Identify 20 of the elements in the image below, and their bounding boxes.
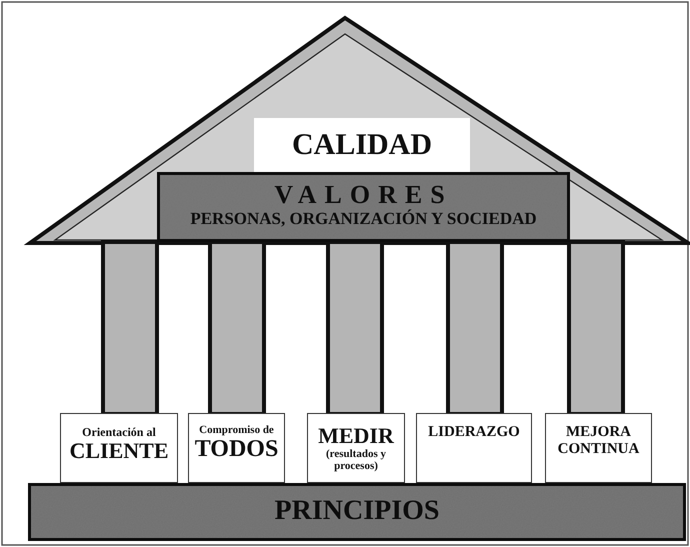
heading-text: Compromiso de	[199, 424, 274, 436]
principle-box	[60, 413, 178, 483]
title-box	[254, 118, 470, 174]
heading-text: CALIDAD	[292, 128, 432, 161]
heading-text: PRINCIPIOS	[274, 496, 440, 527]
values-band	[157, 172, 570, 242]
heading-text: MEJORA CONTINUA	[556, 424, 640, 457]
foundation-band	[28, 483, 686, 541]
subheading-text: TODOS	[194, 436, 278, 462]
heading-text: LIDERAZGO	[428, 424, 520, 440]
heading-text: Orientación al	[82, 426, 156, 440]
subheading-text: (resultados y procesos)	[325, 448, 387, 472]
heading-text: VALORES	[274, 181, 453, 209]
subheading-text: PERSONAS, ORGANIZACIÓN Y SOCIEDAD	[190, 210, 537, 228]
subheading-text: CLIENTE	[69, 439, 169, 464]
principle-box	[307, 413, 405, 483]
principle-box	[188, 413, 285, 483]
heading-text: MEDIR	[318, 424, 394, 448]
principle-box	[545, 413, 652, 483]
principle-box	[416, 413, 532, 483]
